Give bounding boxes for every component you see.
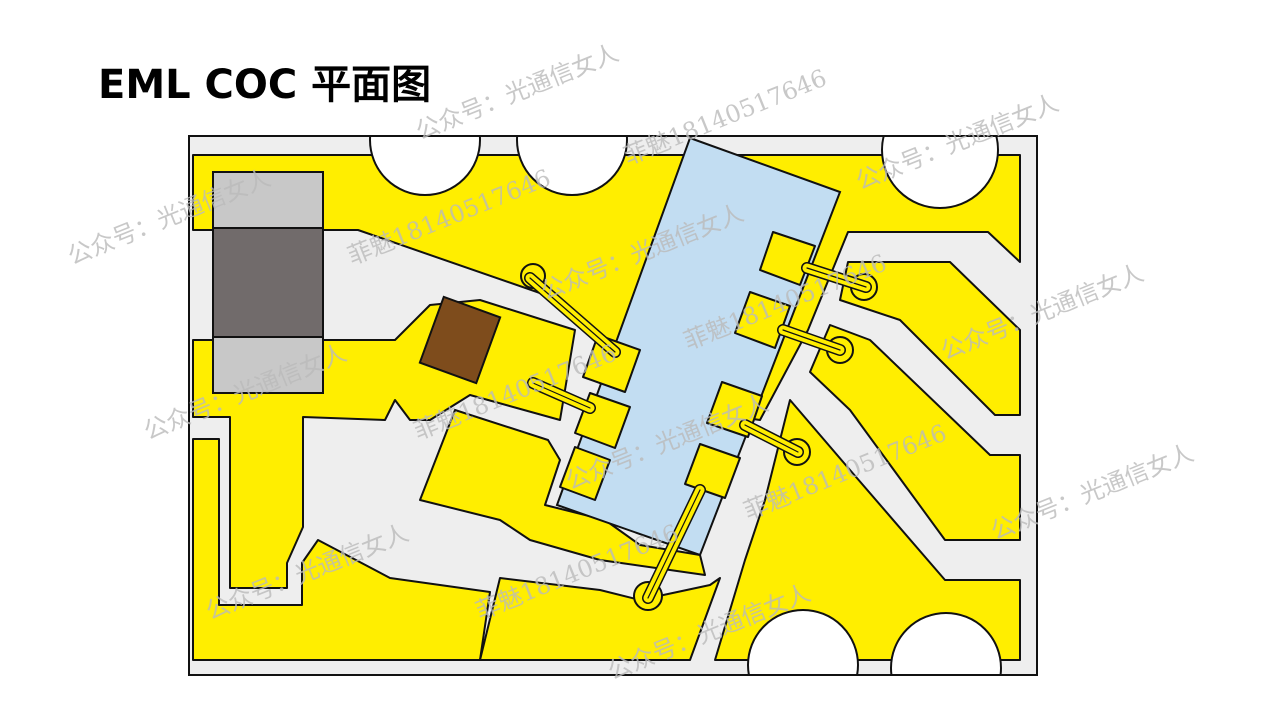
notch-top-1	[369, 136, 481, 196]
page-title: EML COC 平面图	[98, 62, 432, 108]
notch-top-2	[516, 136, 628, 196]
wire-bonds	[520, 262, 878, 611]
gold-trace-right-2	[809, 324, 1021, 541]
capacitor-end-top	[212, 171, 324, 229]
notch-bottom-1	[747, 609, 859, 675]
notch-bottom-2	[890, 612, 1002, 675]
capacitor-body	[212, 227, 324, 338]
watermark-text: 公众号：光通信女人	[412, 39, 623, 146]
gold-trace-right-3	[714, 399, 1021, 661]
resistor	[418, 295, 502, 385]
gold-trace-right-1	[839, 261, 1021, 416]
notch-top-3	[881, 136, 999, 209]
capacitor-end-bottom	[212, 336, 324, 394]
gold-pad-left-bottom	[192, 438, 491, 661]
